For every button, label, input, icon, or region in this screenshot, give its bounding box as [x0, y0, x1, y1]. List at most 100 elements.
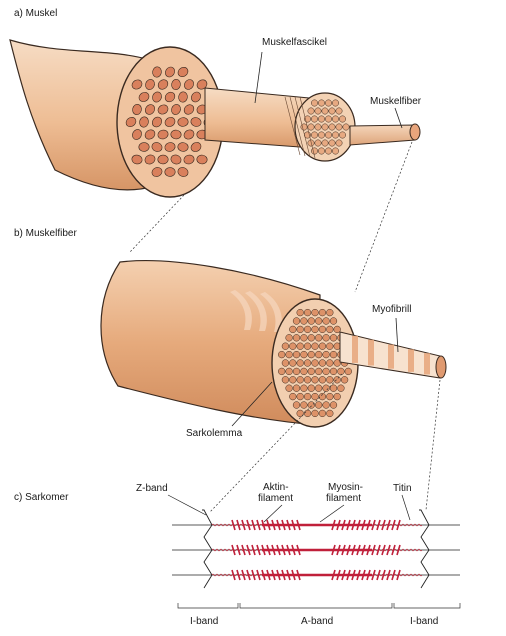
fascicle-blob — [164, 91, 176, 103]
myofibril-end — [318, 409, 327, 418]
myofibril-end — [303, 376, 312, 384]
fascicle-blob — [190, 142, 202, 152]
myofibril-end — [326, 325, 334, 334]
fiber-end — [318, 115, 325, 123]
fiber-end — [314, 123, 322, 131]
myosin-head — [281, 544, 286, 556]
myofibril-end — [278, 367, 286, 376]
sarcomere — [172, 509, 460, 589]
myofibril-end — [315, 401, 323, 409]
myofibril-end — [329, 350, 338, 359]
myofibril-end — [303, 359, 312, 367]
fiber-end — [307, 107, 315, 115]
fiber-end — [325, 115, 332, 123]
fascicle-blob — [171, 104, 181, 115]
myosin-head — [361, 519, 366, 531]
fascicle-cross-sections — [125, 66, 215, 177]
myofibril-end — [311, 409, 319, 418]
myosin-head — [296, 519, 301, 531]
fascicle-blob — [152, 66, 162, 78]
fiber-end — [321, 139, 329, 147]
myofibril-end — [296, 342, 304, 350]
fascicle-blob — [183, 104, 195, 115]
myosin-head — [371, 569, 376, 581]
myofibril-end — [300, 317, 308, 325]
myosin-head — [231, 569, 236, 581]
myofibril-end — [281, 342, 290, 350]
fascicle-blob — [125, 116, 137, 128]
myofibril-end — [315, 350, 323, 359]
myosin-leader — [319, 504, 345, 523]
myosin-head — [271, 544, 276, 556]
myofibril-end — [307, 350, 315, 359]
fiber-end — [321, 107, 329, 115]
myosin-head — [391, 544, 396, 556]
myosin-head — [361, 544, 366, 556]
myosin-head — [261, 544, 266, 556]
myofibril-end — [322, 334, 330, 342]
muscle-fiber-b — [100, 260, 359, 428]
panel-b-heading: b) Muskelfiber — [14, 228, 77, 239]
myosin-head — [256, 569, 261, 581]
myosin-head — [366, 544, 371, 556]
label-myofibril: Myofibrill — [372, 304, 411, 315]
myosin-head — [256, 519, 261, 531]
fiber-end — [307, 123, 315, 131]
label-fascicle: Muskelfascikel — [262, 37, 327, 48]
fiber-end — [332, 115, 339, 123]
panel-c-heading: c) Sarkomer — [14, 492, 69, 503]
fascicle-blob — [171, 79, 181, 90]
myofibril-end — [315, 384, 323, 392]
myosin-head — [371, 544, 376, 556]
fascicle-fiber-lines — [284, 96, 316, 159]
myofibril-stripe — [368, 339, 374, 366]
label-i-band-left: I-band — [190, 616, 218, 627]
myofibril-end — [322, 317, 330, 325]
myofibril-end — [296, 409, 304, 418]
myosin-head — [376, 519, 381, 531]
myosin-head — [366, 519, 371, 531]
myofibril-end — [340, 376, 349, 384]
myofibril-end — [337, 384, 345, 392]
panel-a-heading: a) Muskel — [14, 8, 57, 19]
fascicle-blob — [151, 142, 163, 152]
myosin-head — [291, 519, 296, 531]
myofibril-end — [303, 342, 312, 350]
myofibril-end — [307, 367, 315, 376]
myofibril-end — [303, 325, 312, 334]
myofibril-end — [289, 325, 297, 334]
myofibril-end — [318, 392, 327, 401]
fascicle-blob — [184, 79, 194, 90]
fascicle-blob — [164, 117, 176, 127]
fiber-end — [307, 139, 315, 147]
fiber-end — [325, 147, 332, 155]
myofibril-end — [281, 359, 290, 367]
myosin-head — [266, 544, 271, 556]
myofibril-end — [296, 308, 304, 317]
fascicle-blob — [170, 154, 182, 165]
myofibril-stripe — [388, 344, 394, 369]
myofibril-end — [311, 392, 319, 401]
myosin-head — [241, 569, 246, 581]
myofibril-end — [303, 308, 312, 317]
fiber-end — [332, 131, 339, 139]
fascicle-blob — [165, 66, 175, 78]
myosin-head — [271, 519, 276, 531]
fiber-end — [328, 139, 336, 147]
myofibril-end — [285, 334, 293, 342]
myosin-head — [386, 544, 391, 556]
fiber-ends — [300, 99, 350, 155]
fascicle-blob — [131, 154, 143, 165]
fiber-end — [318, 131, 325, 139]
myosin-head — [346, 544, 351, 556]
myofibril-end — [300, 367, 308, 376]
myosin-head — [341, 544, 346, 556]
fascicle-blob — [144, 154, 156, 165]
label-zband: Z-band — [136, 483, 168, 494]
myosin-head — [381, 569, 386, 581]
myofibril-end — [318, 376, 327, 384]
myosin-head — [341, 569, 346, 581]
fiber-end — [335, 123, 343, 131]
myosin-head — [331, 569, 336, 581]
myosin-head — [276, 544, 281, 556]
